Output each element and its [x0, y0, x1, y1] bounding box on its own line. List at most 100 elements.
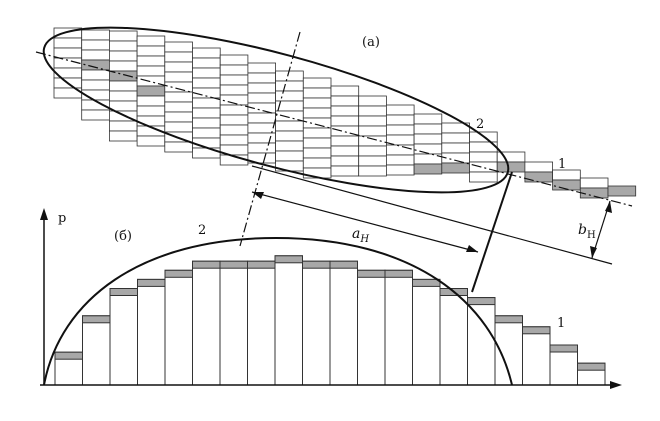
histogram-bar-cap — [522, 326, 551, 335]
grid-cell — [219, 124, 249, 136]
grid-cell — [413, 123, 443, 135]
grid-cell — [247, 82, 276, 94]
grid-cell — [330, 155, 360, 167]
grid-cell — [109, 50, 138, 62]
grid-cell — [136, 85, 166, 97]
grid-cell — [330, 145, 360, 157]
grid-cell — [302, 77, 332, 89]
grid-cell — [469, 171, 498, 183]
connector-line — [471, 171, 513, 293]
centerline — [35, 51, 633, 207]
grid-cell — [164, 111, 193, 123]
grid-cell — [109, 60, 138, 72]
grid-cell — [247, 122, 276, 134]
pressure-envelope — [43, 236, 513, 386]
histogram-bar-cap — [412, 278, 441, 287]
contact-ellipse — [42, 26, 510, 194]
grid-cell — [192, 57, 221, 69]
grid-cell — [247, 142, 276, 154]
grid-cell — [524, 171, 554, 183]
grid-cell — [219, 134, 249, 146]
grid-cell — [524, 161, 554, 173]
grid-cell — [247, 72, 276, 84]
histogram-bar — [82, 315, 111, 386]
grid-cell — [413, 143, 443, 155]
histogram-bar-cap — [137, 278, 166, 287]
tangent-line — [251, 165, 613, 265]
grid-cell — [441, 132, 470, 144]
a-subscript: H — [359, 234, 369, 245]
grid-cell — [358, 115, 387, 127]
grid-cell — [302, 137, 332, 149]
grid-cell — [247, 112, 276, 124]
top-cell-grid — [53, 27, 637, 199]
histogram-bar — [384, 269, 413, 386]
dimension-b — [590, 200, 612, 259]
perpendicular-axis — [239, 31, 301, 247]
region-1-top-label: 1 — [558, 157, 566, 172]
grid-cell — [164, 101, 193, 113]
grid-cell — [164, 121, 193, 133]
grid-cell — [275, 130, 304, 142]
grid-cell — [164, 61, 193, 73]
histogram-bar — [219, 260, 248, 386]
grid-cell — [81, 29, 110, 41]
histogram-bar-cap — [192, 260, 221, 269]
grid-cell — [81, 79, 110, 91]
histogram-bar-cap — [54, 351, 83, 360]
grid-cell — [81, 59, 110, 71]
histogram-bar-cap — [219, 260, 248, 269]
grid-cell — [302, 97, 332, 109]
grid-cell — [469, 151, 498, 163]
grid-cell — [136, 135, 166, 147]
grid-cell — [164, 71, 193, 83]
grid-cell — [81, 49, 110, 61]
pressure-histogram — [54, 255, 606, 386]
histogram-bar-cap — [329, 260, 358, 269]
grid-cell — [247, 62, 276, 74]
histogram-bar — [329, 260, 358, 386]
b-letter: b — [578, 222, 587, 238]
histogram-bar — [247, 260, 276, 386]
grid-cell — [358, 105, 387, 117]
grid-cell — [164, 41, 193, 53]
dimension-a — [251, 191, 479, 253]
histogram-bar — [137, 278, 166, 386]
grid-cell — [358, 135, 387, 147]
histogram-bar — [439, 288, 468, 386]
grid-cell — [53, 67, 83, 79]
grid-cell — [136, 45, 166, 57]
grid-cell — [164, 141, 193, 153]
grid-cell — [441, 142, 470, 154]
histogram-bar-cap — [467, 297, 496, 306]
region-1-bottom-label: 1 — [557, 316, 565, 331]
grid-cell — [413, 163, 443, 175]
grid-cell — [164, 51, 193, 63]
grid-cell — [275, 90, 304, 102]
y-axis-arrow — [40, 208, 48, 220]
grid-cell — [136, 55, 166, 67]
grid-cell — [330, 105, 360, 117]
grid-cell — [579, 177, 609, 189]
grid-cell — [219, 84, 249, 96]
grid-cell — [136, 105, 166, 117]
axes — [40, 208, 622, 389]
grid-cell — [192, 107, 221, 119]
grid-cell — [192, 117, 221, 129]
grid-cell — [219, 104, 249, 116]
grid-cell — [247, 92, 276, 104]
grid-cell — [275, 80, 304, 92]
grid-cell — [192, 77, 221, 89]
grid-cell — [275, 120, 304, 132]
grid-cell — [275, 70, 304, 82]
histogram-bar-cap — [494, 315, 523, 324]
grid-cell — [247, 132, 276, 144]
grid-cell — [358, 145, 387, 157]
grid-cell — [330, 135, 360, 147]
grid-cell — [219, 74, 249, 86]
histogram-bar — [467, 297, 496, 386]
grid-cell — [109, 40, 138, 52]
grid-cell — [385, 154, 415, 166]
grid-cell — [192, 137, 221, 149]
grid-cell — [192, 67, 221, 79]
